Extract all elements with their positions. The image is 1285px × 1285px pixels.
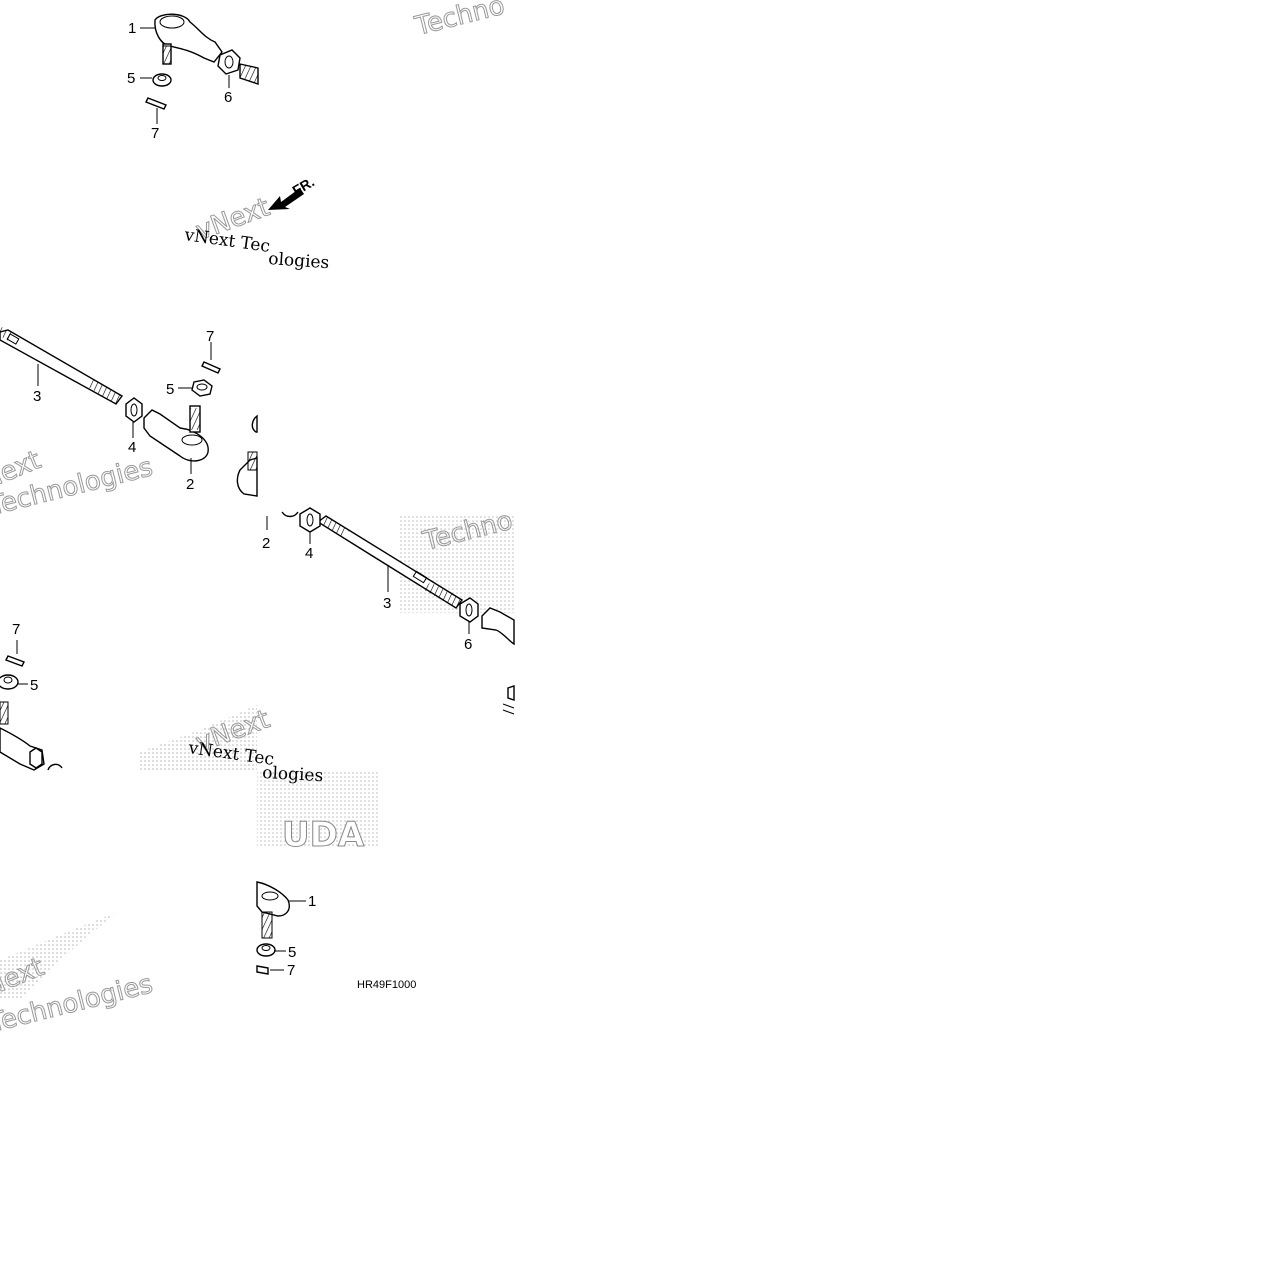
tie-rod-end-top <box>145 13 259 110</box>
honda-wing-dots-bottom <box>0 912 117 1000</box>
callout-5-bottom: 5 <box>288 944 296 961</box>
watermark-nologies-mid: ologies <box>262 763 324 786</box>
callout-7-left: 7 <box>12 621 20 638</box>
tie-rod-end-bottom <box>256 881 290 975</box>
callout-5-mid: 5 <box>166 381 174 398</box>
callout-3-center: 3 <box>383 595 391 612</box>
callout-6-center: 6 <box>464 636 472 653</box>
front-direction-arrow: FR. <box>268 173 317 210</box>
callout-6-top: 6 <box>224 89 232 106</box>
tie-rod-assembly-mid <box>0 326 221 462</box>
tie-rod-end-lower-left <box>0 655 63 771</box>
watermarks: Techno vNext vNext Tec ologies vNext Tec… <box>0 0 516 1040</box>
diagram-code: HR49F1000 <box>357 979 416 991</box>
watermark-techno-top: Techno <box>411 0 507 42</box>
callout-2-mid: 2 <box>186 476 194 493</box>
tie-rod-end-partial-center <box>236 414 258 497</box>
watermark-honda-fragment: UDA <box>282 815 365 855</box>
callout-4-center: 4 <box>305 545 313 562</box>
callout-7-bottom: 7 <box>287 962 295 979</box>
callout-7-top: 7 <box>151 125 159 142</box>
callout-3-mid: 3 <box>33 388 41 405</box>
callout-4-mid: 4 <box>128 439 136 456</box>
callout-5-left: 5 <box>30 677 38 694</box>
callout-5-top: 5 <box>127 70 135 87</box>
honda-dot-block-lower <box>257 770 379 848</box>
callout-1-top: 1 <box>128 20 136 37</box>
tie-rod-assembly-center <box>281 507 515 715</box>
callout-7-mid: 7 <box>206 328 214 345</box>
watermark-ologies-upper: ologies <box>268 249 330 273</box>
callout-1-bottom: 1 <box>308 893 316 910</box>
callout-2-center: 2 <box>262 535 270 552</box>
honda-wing-dots-mid <box>140 705 257 770</box>
